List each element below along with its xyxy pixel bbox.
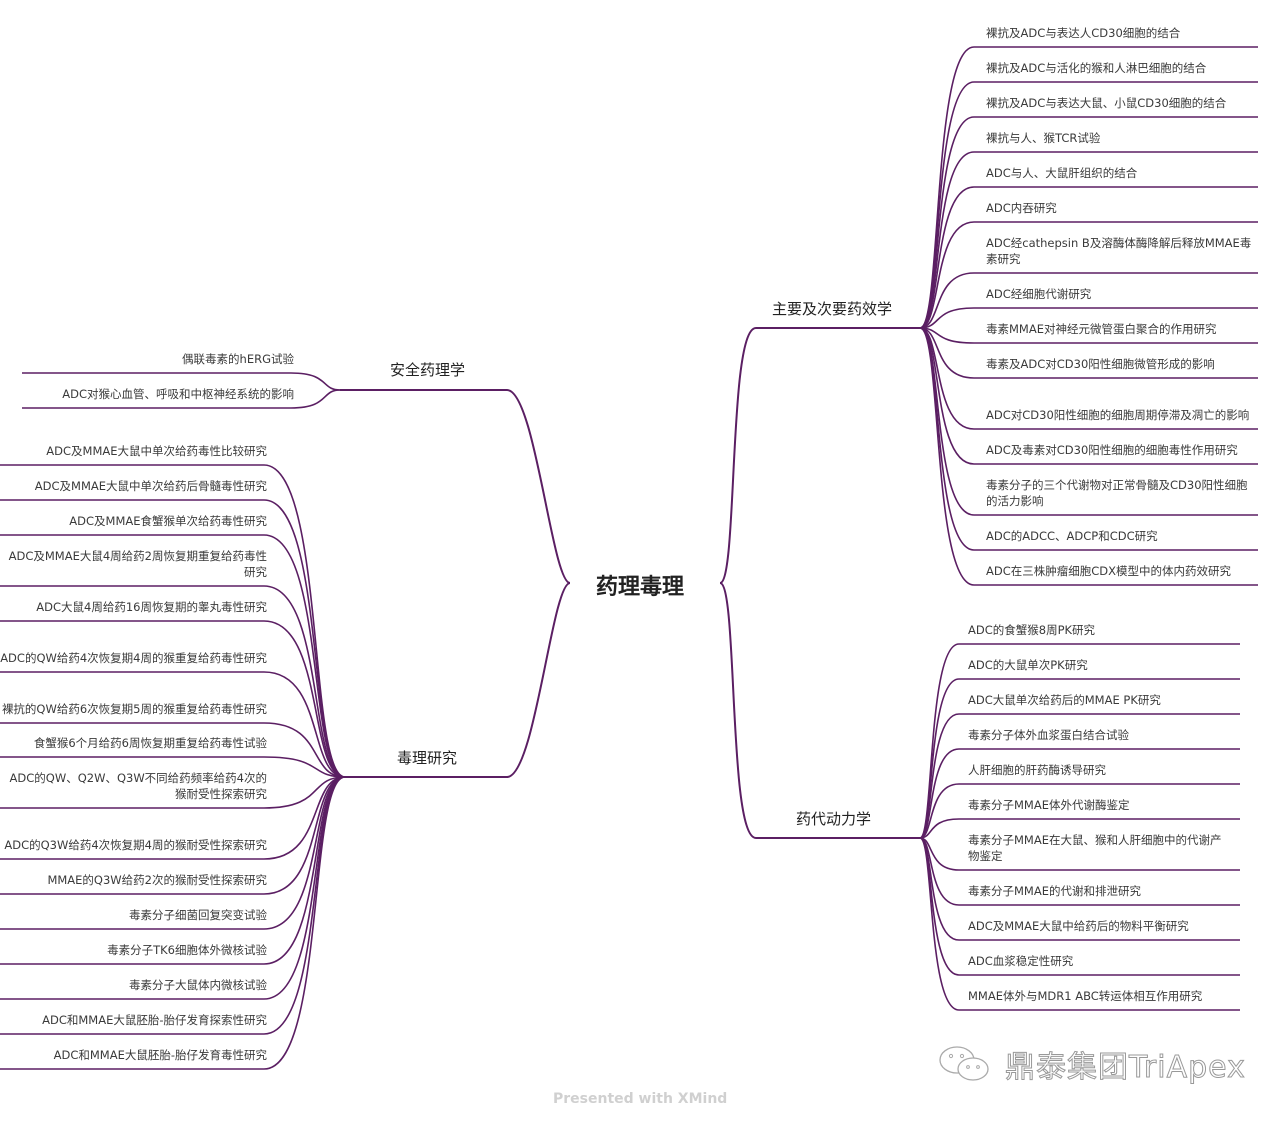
watermark-text: 鼎泰集团TriApex [1005, 1050, 1246, 1086]
topic-pk-item[interactable]: ADC的食蟹猴8周PK研究 [968, 623, 1096, 637]
child-connector [0, 776, 346, 1000]
topic-efficacy-item[interactable]: 毒素MMAE对神经元微管蛋白聚合的作用研究 [986, 322, 1217, 336]
topic-efficacy-item[interactable]: ADC对CD30阳性细胞的细胞周期停滞及凋亡的影响 [986, 408, 1250, 422]
topic-safety-item[interactable]: 偶联毒素的hERG试验 [182, 352, 294, 366]
child-connector [919, 327, 1258, 344]
topic-pk-item[interactable]: 人肝细胞的肝药酶诱导研究 [968, 763, 1106, 777]
child-connector [919, 837, 1240, 1011]
child-connector [22, 389, 341, 409]
topic-pk-item[interactable]: 毒素分子MMAE体外代谢酶鉴定 [968, 798, 1130, 812]
topic-tox-item[interactable]: ADC及MMAE食蟹猴单次给药毒性研究 [69, 514, 267, 528]
branch-tox[interactable]: 毒理研究 [397, 749, 458, 767]
topic-pk-item[interactable]: ADC的大鼠单次PK研究 [968, 658, 1088, 672]
topic-tox-item[interactable]: 毒素分子大鼠体内微核试验 [129, 978, 267, 992]
child-connector [0, 776, 346, 860]
topic-tox-item[interactable]: ADC及MMAE大鼠中单次给药毒性比较研究 [46, 444, 267, 458]
topic-tox-item[interactable]: ADC大鼠4周给药16周恢复期的睾丸毒性研究 [36, 600, 267, 614]
topic-efficacy-item[interactable]: 毒素及ADC对CD30阳性细胞微管形成的影响 [986, 357, 1215, 371]
topic-tox-item[interactable]: ADC和MMAE大鼠胚胎-胎仔发育毒性研究 [53, 1048, 267, 1062]
watermark: 鼎泰集团TriApex [935, 1042, 1246, 1086]
child-connector [0, 671, 346, 778]
child-connector [0, 756, 346, 778]
branch-pk[interactable]: 药代动力学 [796, 810, 872, 828]
topic-tox-item[interactable]: 毒素分子TK6细胞体外微核试验 [107, 943, 267, 957]
child-connector [919, 272, 1258, 329]
child-connector [0, 776, 346, 1035]
child-connector [919, 186, 1258, 329]
topic-pk-item[interactable]: 毒素分子MMAE在大鼠、猴和人肝细胞中的代谢产物鉴定 [968, 833, 1222, 863]
topic-efficacy-item[interactable]: ADC在三株肿瘤细胞CDX模型中的体内药效研究 [986, 564, 1232, 578]
topic-tox-item[interactable]: ADC的Q3W给药4次恢复期4周的猴耐受性探索研究 [4, 838, 267, 852]
topic-efficacy-item[interactable]: 裸抗与人、猴TCR试验 [986, 131, 1101, 145]
branch-safety[interactable]: 安全药理学 [390, 361, 466, 379]
topic-efficacy-item[interactable]: ADC与人、大鼠肝组织的结合 [986, 166, 1138, 180]
child-connector [0, 776, 346, 895]
topic-pk-item[interactable]: MMAE体外与MDR1 ABC转运体相互作用研究 [968, 989, 1203, 1003]
child-connector [919, 837, 1240, 871]
child-connector [919, 818, 1240, 839]
topic-tox-item[interactable]: ADC和MMAE大鼠胚胎-胎仔发育探索性研究 [42, 1013, 267, 1027]
topic-efficacy-item[interactable]: 毒素分子的三个代谢物对正常骨髓及CD30阳性细胞的活力影响 [986, 478, 1248, 508]
child-connector [0, 722, 346, 778]
child-connector [22, 372, 341, 391]
child-connector [919, 327, 1258, 465]
topic-pk-item[interactable]: ADC血浆稳定性研究 [968, 954, 1074, 968]
topic-tox-item[interactable]: ADC及MMAE大鼠4周给药2周恢复期重复给药毒性研究 [8, 549, 267, 579]
child-connector [919, 327, 1258, 379]
topic-safety-item[interactable]: ADC对猴心血管、呼吸和中枢神经系统的影响 [62, 387, 294, 401]
topic-efficacy-item[interactable]: 裸抗及ADC与活化的猴和人淋巴细胞的结合 [986, 61, 1207, 75]
branch-connector [719, 327, 920, 584]
branch-connector [340, 389, 571, 584]
topic-efficacy-item[interactable]: ADC及毒素对CD30阳性细胞的细胞毒性作用研究 [986, 443, 1238, 457]
topic-tox-item[interactable]: ADC及MMAE大鼠中单次给药后骨髓毒性研究 [34, 479, 267, 493]
child-connector [0, 620, 346, 778]
wechat-icon [939, 1046, 989, 1081]
child-connector [0, 776, 346, 930]
child-connector [919, 748, 1240, 839]
topic-efficacy-item[interactable]: ADC的ADCC、ADCP和CDC研究 [986, 529, 1158, 543]
root-topic[interactable]: 药理毒理 [596, 575, 685, 600]
topic-tox-item[interactable]: 食蟹猴6个月给药6周恢复期重复给药毒性试验 [33, 736, 267, 750]
topic-pk-item[interactable]: ADC大鼠单次给药后的MMAE PK研究 [968, 693, 1161, 707]
child-connector [919, 783, 1240, 839]
topic-efficacy-item[interactable]: 裸抗及ADC与表达人CD30细胞的结合 [986, 26, 1181, 40]
child-connector [919, 221, 1258, 329]
topic-pk-item[interactable]: ADC及MMAE大鼠中给药后的物料平衡研究 [968, 919, 1189, 933]
topic-pk-item[interactable]: 毒素分子体外血浆蛋白结合试验 [968, 728, 1129, 742]
topic-tox-item[interactable]: ADC的QW给药4次恢复期4周的猴重复给药毒性研究 [0, 651, 267, 665]
topic-tox-item[interactable]: ADC的QW、Q2W、Q3W不同给药频率给药4次的猴耐受性探索研究 [9, 771, 267, 801]
child-connector [0, 585, 346, 778]
child-connector [919, 327, 1258, 586]
topic-efficacy-item[interactable]: ADC经细胞代谢研究 [986, 287, 1092, 301]
topic-tox-item[interactable]: 毒素分子细菌回复突变试验 [129, 908, 267, 922]
topic-efficacy-item[interactable]: ADC经cathepsin B及溶酶体酶降解后释放MMAE毒素研究 [986, 236, 1252, 266]
branch-efficacy[interactable]: 主要及次要药效学 [772, 300, 893, 318]
xmind-credit: Presented with XMind [553, 1091, 728, 1107]
topic-efficacy-item[interactable]: 裸抗及ADC与表达大鼠、小鼠CD30细胞的结合 [986, 96, 1227, 110]
topic-efficacy-item[interactable]: ADC内吞研究 [986, 201, 1057, 215]
child-connector [0, 776, 346, 809]
child-connector [0, 534, 346, 778]
child-connector [0, 776, 346, 1070]
topic-pk-item[interactable]: 毒素分子MMAE的代谢和排泄研究 [968, 884, 1141, 898]
topic-tox-item[interactable]: MMAE的Q3W给药2次的猴耐受性探索研究 [47, 873, 267, 887]
child-connector [919, 307, 1258, 329]
branch-connector [719, 582, 920, 839]
branch-connector [345, 582, 571, 778]
topic-tox-item[interactable]: 裸抗的QW给药6次恢复期5周的猴重复给药毒性研究 [1, 702, 267, 716]
